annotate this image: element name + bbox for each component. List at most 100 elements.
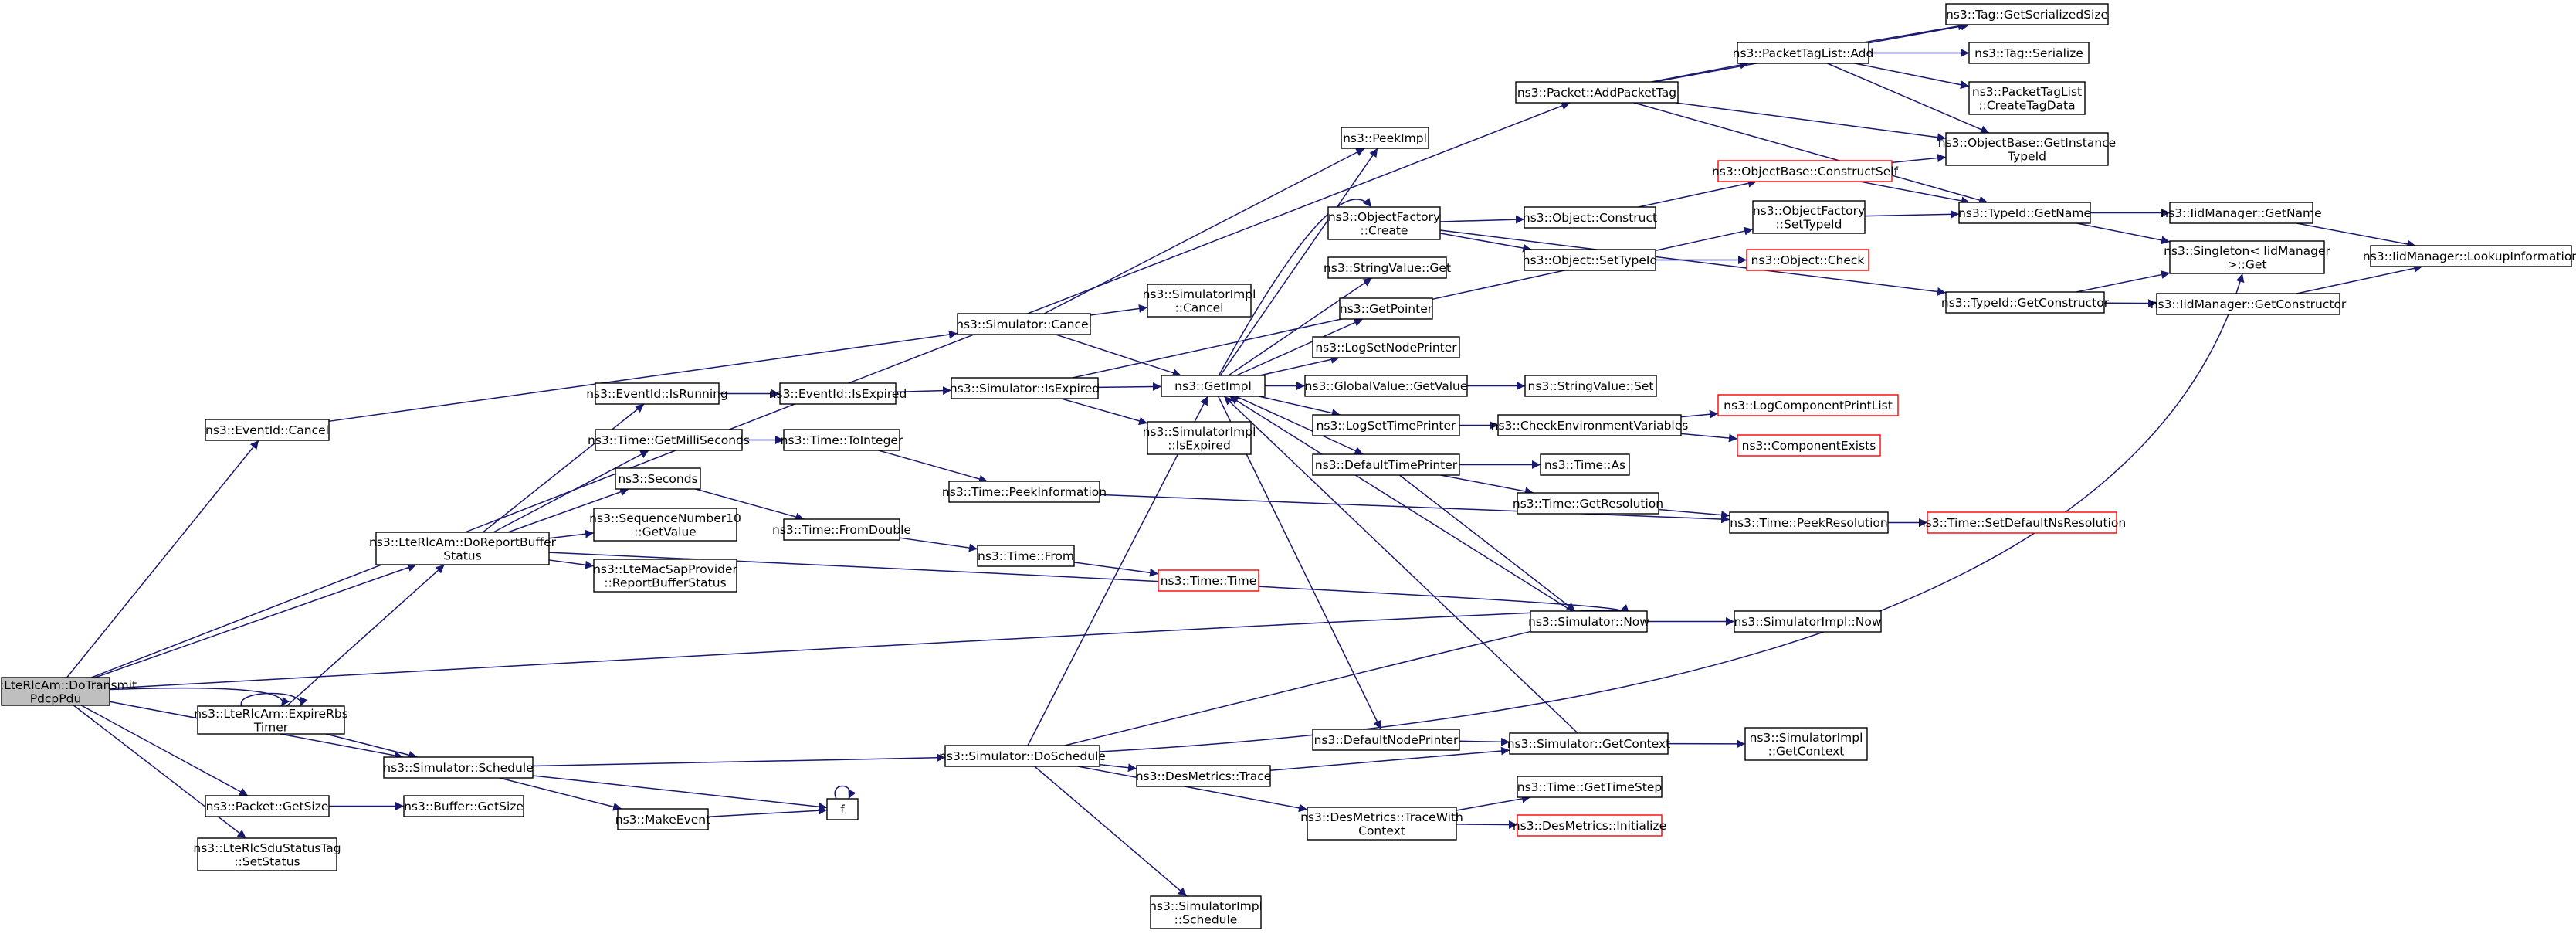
edge-drbs-to-sec bbox=[507, 487, 629, 533]
node-srst[interactable]: ns3::LteRlcSduStatusTag::SetStatus bbox=[193, 837, 341, 871]
node-ttime[interactable]: ns3::Time::Time bbox=[1158, 569, 1259, 592]
node-scan[interactable]: ns3::Simulator::Cancel bbox=[956, 313, 1092, 335]
node-f[interactable]: f bbox=[826, 798, 859, 820]
node-eie[interactable]: ns3::EventId::IsExpired bbox=[769, 382, 907, 405]
edge-drbs-to-snow bbox=[548, 552, 1629, 613]
node-label: ns3::CheckEnvironmentVariables bbox=[1491, 419, 1689, 433]
edge-scan-to-gimpl bbox=[1056, 334, 1181, 377]
node-ost[interactable]: ns3::Object::SetTypeId bbox=[1523, 249, 1658, 271]
node-sgc[interactable]: ns3::Simulator::GetContext bbox=[1507, 732, 1671, 755]
node-tgr[interactable]: ns3::Time::GetResolution bbox=[1513, 492, 1663, 515]
node-box bbox=[1524, 375, 1657, 397]
edge-sched-to-f bbox=[532, 775, 828, 811]
node-imgc[interactable]: ns3::IidManager::GetConstructor bbox=[2151, 293, 2347, 315]
edge-imgc-to-imli bbox=[2296, 263, 2423, 294]
node-sican[interactable]: ns3::SimulatorImpl::Cancel bbox=[1143, 284, 1256, 318]
node-toi[interactable]: ns3::Time::ToInteger bbox=[781, 429, 903, 451]
node-tgss[interactable]: ns3::Tag::GetSerializedSize bbox=[1945, 3, 2109, 25]
edge-sec-to-tfd bbox=[695, 488, 805, 521]
node-svs[interactable]: ns3::StringValue::Set bbox=[1524, 375, 1657, 397]
node-tfr[interactable]: ns3::Time::From bbox=[977, 545, 1075, 567]
node-tsdr[interactable]: ns3::Time::SetDefaultNsResolution bbox=[1918, 511, 2126, 534]
node-tser[interactable]: ns3::Tag::Serialize bbox=[1968, 42, 2090, 64]
node-eidc[interactable]: ns3::EventId::Cancel bbox=[205, 419, 330, 441]
node-label: >::Get bbox=[2227, 257, 2266, 271]
node-mev[interactable]: ns3::MakeEvent bbox=[615, 808, 710, 830]
node-imli[interactable]: ns3::IidManager::LookupInformation bbox=[2363, 245, 2576, 267]
node-label: ns3::EventId::IsExpired bbox=[769, 387, 907, 401]
node-label: ns3::SimulatorImpl bbox=[1143, 287, 1256, 301]
node-mrbs[interactable]: ns3::LteMacSapProvider::ReportBufferStat… bbox=[593, 559, 738, 593]
node-label: ns3::Tag::Serialize bbox=[1974, 46, 2083, 60]
node-tpi[interactable]: ns3::Time::PeekInformation bbox=[942, 481, 1107, 503]
edge-scan-to-sican bbox=[1090, 304, 1148, 316]
node-sched[interactable]: ns3::Simulator::Schedule bbox=[383, 756, 534, 779]
node-pgs[interactable]: ns3::Packet::GetSize bbox=[205, 795, 330, 817]
node-sds[interactable]: ns3::Simulator::DoSchedule bbox=[939, 745, 1106, 767]
node-label: ns3::Time::PeekInformation bbox=[942, 485, 1107, 499]
node-tgn[interactable]: ns3::TypeId::GetName bbox=[1958, 202, 2091, 224]
edge-gimpl-to-dtp bbox=[1235, 396, 1364, 455]
edge-drbs-to-eir bbox=[482, 403, 645, 533]
node-ofc[interactable]: ns3::ObjectFactory::Create bbox=[1327, 206, 1441, 240]
node-sgv[interactable]: ns3::SequenceNumber10::GetValue bbox=[589, 508, 741, 542]
node-svg[interactable]: ns3::StringValue::Get bbox=[1324, 256, 1451, 279]
node-box bbox=[1, 677, 110, 706]
node-ggv[interactable]: ns3::GlobalValue::GetValue bbox=[1304, 375, 1468, 397]
edge-cev-to-cexi bbox=[1680, 433, 1738, 443]
node-peek[interactable]: ns3::PeekImpl bbox=[1341, 127, 1429, 149]
node-lstp[interactable]: ns3::LogSetTimePrinter bbox=[1312, 414, 1460, 436]
node-bgs[interactable]: ns3::Buffer::GetSize bbox=[403, 795, 524, 817]
edge-root-to-srst bbox=[73, 705, 247, 839]
node-sisch[interactable]: ns3::SimulatorImpl::Schedule bbox=[1149, 895, 1263, 929]
node-sinow[interactable]: ns3::SimulatorImpl::Now bbox=[1734, 610, 1882, 633]
node-sigt[interactable]: ns3::Singleton< IidManager >::Get bbox=[2164, 240, 2331, 274]
node-imgn[interactable]: ns3::IidManager::GetName bbox=[2161, 202, 2322, 224]
node-ptlc[interactable]: ns3::PacketTagList::CreateTagData bbox=[1968, 81, 2086, 115]
edge-sds-to-sisch bbox=[1034, 766, 1188, 897]
node-lcpl[interactable]: ns3::LogComponentPrintList bbox=[1717, 394, 1899, 416]
node-gimpl[interactable]: ns3::GetImpl bbox=[1161, 375, 1266, 397]
node-apt[interactable]: ns3::Packet::AddPacketTag bbox=[1515, 81, 1679, 104]
node-eir[interactable]: ns3::EventId::IsRunning bbox=[586, 382, 728, 405]
node-box bbox=[1540, 453, 1630, 476]
node-gptr[interactable]: ns3::GetPointer bbox=[1339, 297, 1433, 320]
node-ochk[interactable]: ns3::Object::Check bbox=[1746, 249, 1869, 271]
node-dtp[interactable]: ns3::DefaultTimePrinter bbox=[1312, 453, 1460, 476]
edge-tgn-to-sigt bbox=[2076, 222, 2171, 245]
node-ofst[interactable]: ns3::ObjectFactory::SetTypeId bbox=[1752, 200, 1866, 234]
node-box bbox=[1517, 814, 1663, 837]
node-ocon[interactable]: ns3::Object::Construct bbox=[1523, 206, 1657, 229]
node-lsnp[interactable]: ns3::LogSetNodePrinter bbox=[1312, 336, 1460, 358]
node-sec[interactable]: ns3::Seconds bbox=[615, 467, 701, 490]
node-label: ns3::Time::ToInteger bbox=[781, 433, 903, 447]
node-tgts[interactable]: ns3::Time::GetTimeStep bbox=[1517, 776, 1663, 798]
node-cexi[interactable]: ns3::ComponentExists bbox=[1737, 434, 1881, 457]
node-dmt[interactable]: ns3::DesMetrics::Trace bbox=[1136, 765, 1272, 787]
node-tfd[interactable]: ns3::Time::FromDouble bbox=[772, 518, 911, 541]
node-snow[interactable]: ns3::Simulator::Now bbox=[1528, 610, 1649, 633]
node-sigc[interactable]: ns3::SimulatorImpl::GetContext bbox=[1744, 727, 1868, 761]
node-ptla[interactable]: ns3::PacketTagList::Add bbox=[1733, 42, 1874, 64]
node-siie[interactable]: ns3::SimulatorImpl::IsExpired bbox=[1143, 421, 1256, 455]
edge-sds-to-dmt bbox=[1099, 763, 1137, 773]
node-dmi[interactable]: ns3::DesMetrics::Initialize bbox=[1513, 814, 1666, 837]
edge-root-to-snow bbox=[109, 604, 1629, 689]
node-label: ns3::Seconds bbox=[618, 472, 697, 486]
node-box bbox=[951, 377, 1099, 399]
edge-gimpl-to-lstp bbox=[1259, 396, 1341, 417]
node-tas[interactable]: ns3::Time::As bbox=[1540, 453, 1630, 476]
node-tgc[interactable]: ns3::TypeId::GetConstructor bbox=[1941, 291, 2110, 314]
node-tpr[interactable]: ns3::Time::PeekResolution bbox=[1729, 511, 1889, 534]
node-box bbox=[1312, 729, 1460, 751]
node-gms[interactable]: ns3::Time::GetMilliSeconds bbox=[588, 429, 750, 451]
node-sie[interactable]: ns3::Simulator::IsExpired bbox=[950, 377, 1100, 399]
node-dnp[interactable]: ns3::DefaultNodePrinter bbox=[1312, 729, 1460, 751]
node-obcs[interactable]: ns3::ObjectBase::ConstructSelf bbox=[1712, 160, 1899, 182]
node-cev[interactable]: ns3::CheckEnvironmentVariables bbox=[1491, 414, 1689, 436]
